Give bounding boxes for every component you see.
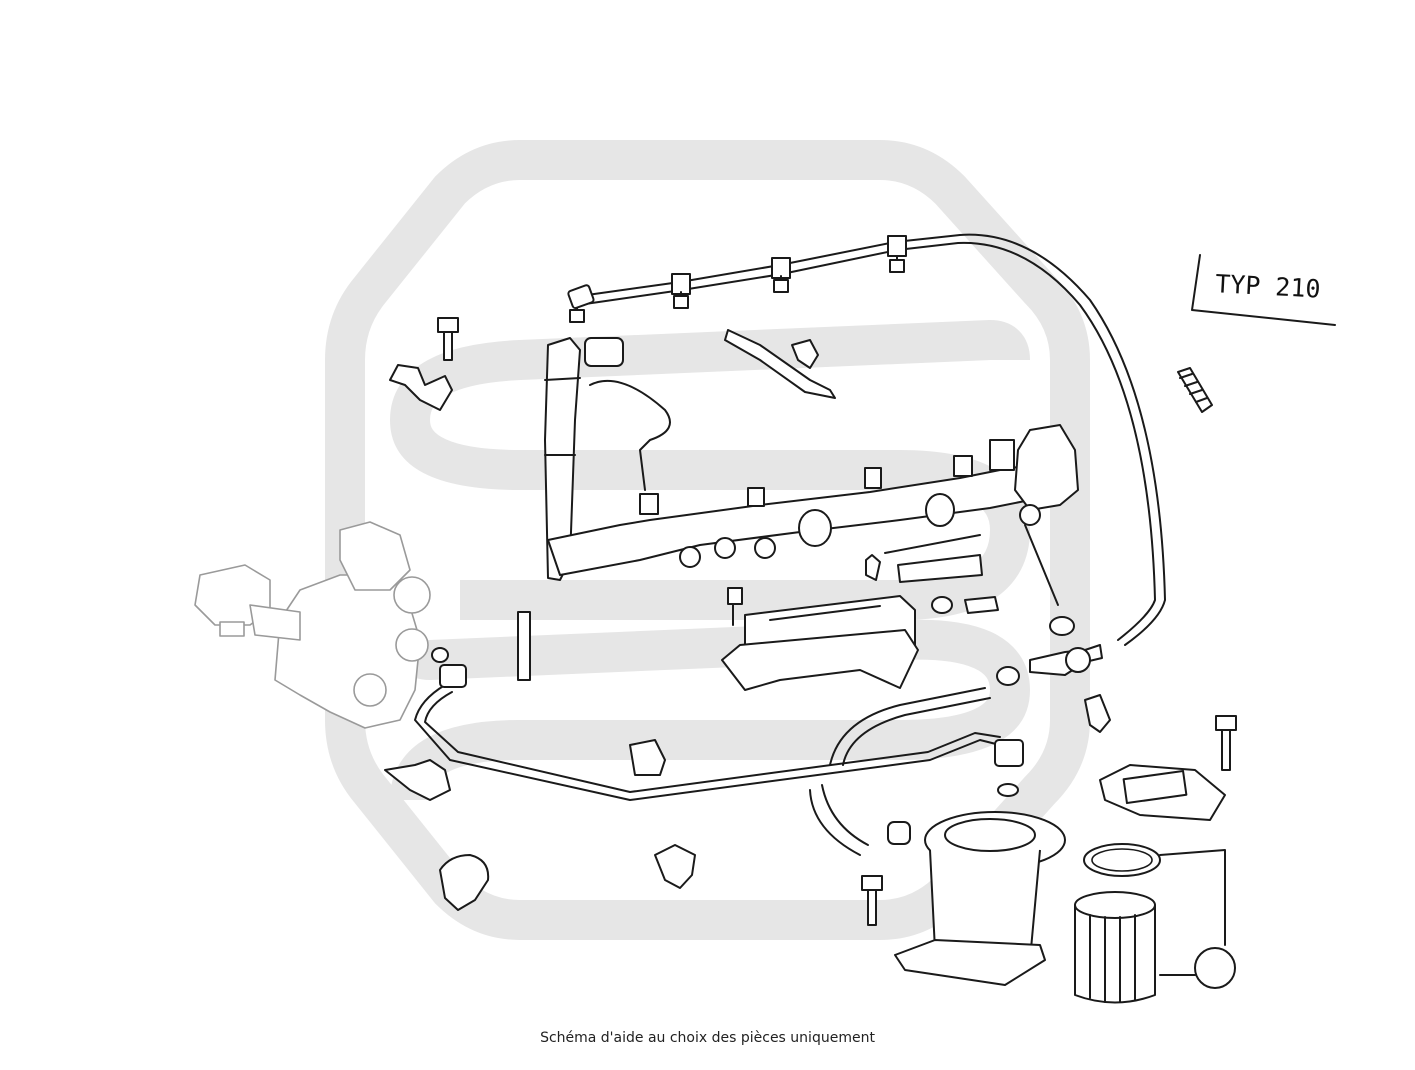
bolt-upper-left: [437, 317, 459, 361]
type-label-box: TYP 210: [1191, 254, 1336, 326]
bolt-right: [1215, 715, 1237, 771]
pin: [517, 611, 531, 681]
filter-kit-bracket: [1159, 849, 1236, 989]
pressure-sensor-plate: [1099, 764, 1226, 821]
fuel-filter-housing: [887, 811, 1066, 986]
return-hose: [809, 687, 991, 856]
filter-o-ring: [1083, 843, 1161, 877]
bolt-filter: [861, 875, 883, 926]
seal-ring: [1024, 524, 1075, 636]
clip-lower-left: [384, 759, 451, 801]
clip-center: [629, 739, 666, 776]
leak-off-line: [567, 233, 1166, 646]
fuel-line-main: [414, 647, 1001, 801]
hose-clip-small: [865, 534, 983, 583]
banjo-fitting: [996, 644, 1103, 686]
clip-bottom-center: [654, 844, 696, 889]
filter-inlet-fitting: [994, 739, 1024, 797]
rubber-boot: [1177, 367, 1213, 413]
filter-element: [1074, 891, 1156, 1004]
diagram-caption: Schéma d'aide au choix des pièces unique…: [540, 1030, 875, 1046]
high-pressure-pump: [194, 521, 431, 729]
hose-clamp-cooler: [931, 596, 999, 614]
fuel-cooler: [721, 587, 919, 691]
watermark-logo: [325, 140, 1090, 940]
fuel-rail: [547, 424, 1079, 576]
type-label-text: TYP 210: [1214, 269, 1321, 303]
banjo-bolt: [1084, 694, 1111, 733]
clip-bottom-left: [439, 854, 490, 911]
bracket-clamp-upper: [389, 364, 453, 411]
cable-tie: [724, 329, 836, 399]
